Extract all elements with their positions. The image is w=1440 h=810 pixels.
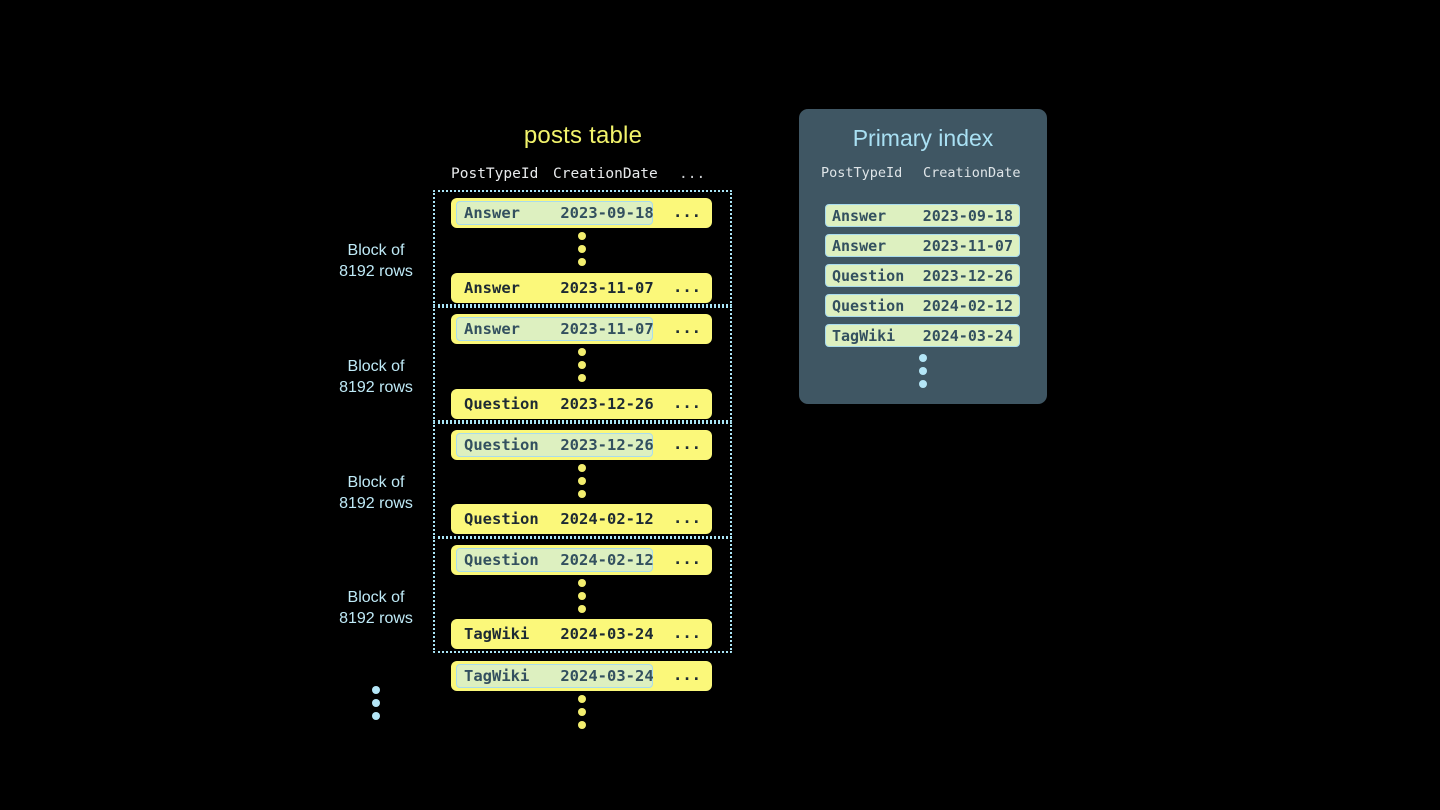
block-label-2: Block of 8192 rows xyxy=(301,356,451,398)
index-row[interactable]: Answer 2023-09-18 xyxy=(825,204,1020,227)
block-outline-2 xyxy=(433,306,732,422)
table-continues-dots xyxy=(578,695,586,734)
cell-posttypeid: TagWiki xyxy=(464,667,530,685)
cell-ellipsis: ... xyxy=(673,509,701,527)
table-row[interactable]: Question 2024-02-12 ... xyxy=(451,504,712,534)
cell-posttypeid: TagWiki xyxy=(464,625,530,643)
index-cell-creationdate: 2023-11-07 xyxy=(922,237,1013,255)
row-key-highlight xyxy=(456,201,653,225)
table-row[interactable]: Answer 2023-11-07 ... xyxy=(451,273,712,303)
index-cell-creationdate: 2024-03-24 xyxy=(922,327,1013,345)
cell-creationdate: 2024-02-12 xyxy=(560,510,654,528)
primary-index-column-headers: PostTypeId CreationDate xyxy=(799,165,1047,185)
cell-ellipsis: ... xyxy=(673,624,701,642)
cell-posttypeid: Answer xyxy=(464,320,520,338)
table-row[interactable]: Question 2024-02-12 ... xyxy=(451,545,712,575)
block-label-1: Block of 8192 rows xyxy=(301,240,451,282)
index-cell-posttypeid: Answer xyxy=(832,237,887,255)
index-row[interactable]: Answer 2023-11-07 xyxy=(825,234,1020,257)
block-label-1-line1: Block of xyxy=(347,242,405,259)
cell-ellipsis: ... xyxy=(673,278,701,296)
cell-creationdate: 2023-11-07 xyxy=(560,320,654,338)
block-label-2-line1: Block of xyxy=(347,358,405,375)
blocks-continue-dots xyxy=(372,686,380,725)
index-cell-posttypeid: TagWiki xyxy=(832,327,896,345)
cell-creationdate: 2023-12-26 xyxy=(560,436,654,454)
cell-creationdate: 2024-03-24 xyxy=(560,625,654,643)
cell-posttypeid: Question xyxy=(464,551,539,569)
index-column-header-creationdate: CreationDate xyxy=(923,165,1021,181)
cell-creationdate: 2023-11-07 xyxy=(560,279,654,297)
block-outline-4 xyxy=(433,537,732,653)
row-key-highlight xyxy=(456,433,653,457)
table-row[interactable]: Question 2023-12-26 ... xyxy=(451,430,712,460)
index-cell-creationdate: 2023-12-26 xyxy=(922,267,1013,285)
cell-ellipsis: ... xyxy=(673,435,701,453)
table-row[interactable]: Answer 2023-11-07 ... xyxy=(451,314,712,344)
cell-posttypeid: Question xyxy=(464,510,539,528)
index-cell-posttypeid: Question xyxy=(832,267,905,285)
block-label-4: Block of 8192 rows xyxy=(301,587,451,629)
block-label-2-line2: 8192 rows xyxy=(339,379,413,396)
block-label-4-line1: Block of xyxy=(347,589,405,606)
row-key-highlight xyxy=(456,317,653,341)
block-label-3: Block of 8192 rows xyxy=(301,472,451,514)
cell-creationdate: 2024-03-24 xyxy=(560,667,654,685)
cell-posttypeid: Question xyxy=(464,436,539,454)
table-row[interactable]: TagWiki 2024-03-24 ... xyxy=(451,661,712,691)
column-header-creationdate: CreationDate xyxy=(553,166,658,182)
table-row[interactable]: Question 2023-12-26 ... xyxy=(451,389,712,419)
block-label-3-line1: Block of xyxy=(347,474,405,491)
block-outline-1 xyxy=(433,190,732,306)
cell-posttypeid: Answer xyxy=(464,279,520,297)
block-label-4-line2: 8192 rows xyxy=(339,610,413,627)
table-row[interactable]: Answer 2023-09-18 ... xyxy=(451,198,712,228)
index-row[interactable]: Question 2023-12-26 xyxy=(825,264,1020,287)
primary-index-panel: Primary index PostTypeId CreationDate An… xyxy=(799,109,1047,404)
cell-creationdate: 2024-02-12 xyxy=(560,551,654,569)
primary-index-title: Primary index xyxy=(852,125,994,151)
cell-posttypeid: Answer xyxy=(464,204,520,222)
row-ellipsis-dots xyxy=(578,348,586,387)
cell-ellipsis: ... xyxy=(673,550,701,568)
row-ellipsis-dots xyxy=(578,464,586,503)
column-header-ellipsis: ... xyxy=(679,166,706,182)
cell-ellipsis: ... xyxy=(673,666,701,684)
index-cell-posttypeid: Question xyxy=(832,297,905,315)
column-header-posttypeid: PostTypeId xyxy=(451,166,539,182)
cell-posttypeid: Question xyxy=(464,395,539,413)
posts-table-title: posts table xyxy=(523,122,643,149)
table-row[interactable]: TagWiki 2024-03-24 ... xyxy=(451,619,712,649)
row-key-highlight xyxy=(456,548,653,572)
row-ellipsis-dots xyxy=(578,579,586,618)
index-column-header-posttypeid: PostTypeId xyxy=(821,165,903,181)
cell-creationdate: 2023-12-26 xyxy=(560,395,654,413)
row-key-highlight xyxy=(456,664,653,688)
row-ellipsis-dots xyxy=(578,232,586,271)
index-cell-creationdate: 2023-09-18 xyxy=(922,207,1013,225)
block-label-1-line2: 8192 rows xyxy=(339,263,413,280)
block-label-3-line2: 8192 rows xyxy=(339,495,413,512)
index-cell-creationdate: 2024-02-12 xyxy=(922,297,1013,315)
index-row[interactable]: Question 2024-02-12 xyxy=(825,294,1020,317)
index-continues-dots xyxy=(919,354,927,393)
cell-ellipsis: ... xyxy=(673,203,701,221)
index-row[interactable]: TagWiki 2024-03-24 xyxy=(825,324,1020,347)
cell-ellipsis: ... xyxy=(673,319,701,337)
cell-ellipsis: ... xyxy=(673,394,701,412)
cell-creationdate: 2023-09-18 xyxy=(560,204,654,222)
index-cell-posttypeid: Answer xyxy=(832,207,887,225)
